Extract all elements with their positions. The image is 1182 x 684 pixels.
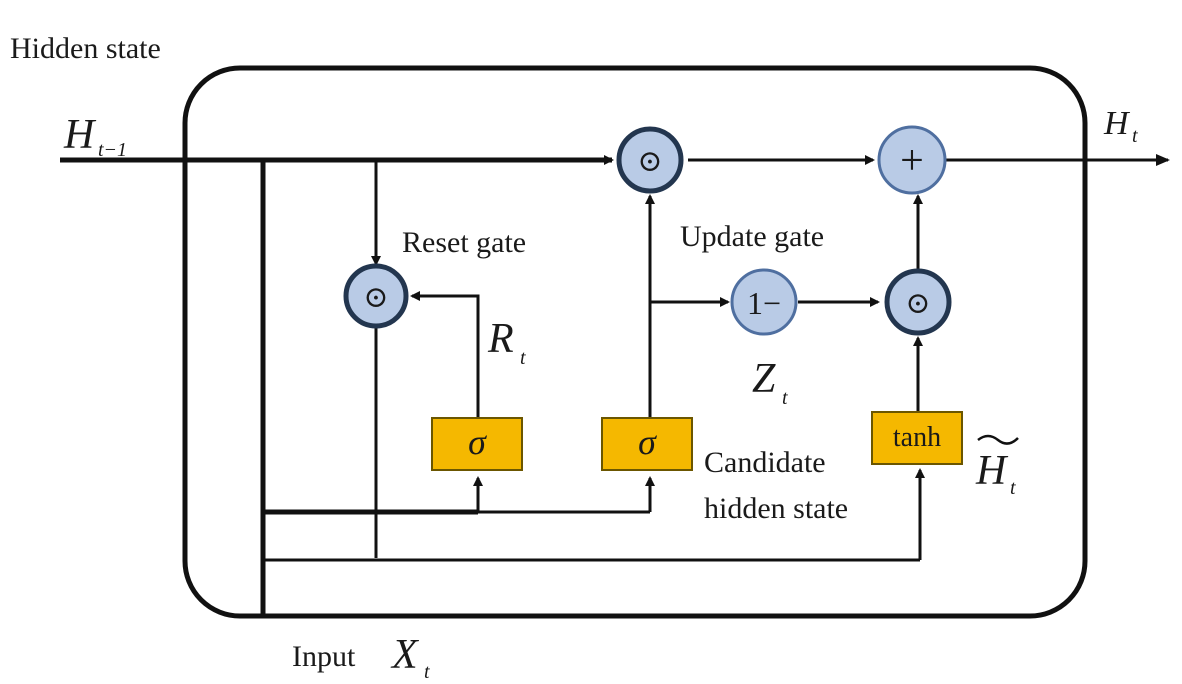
- reset-multiply-node: ⊙: [343, 263, 409, 329]
- update-gate-sigma-symbol: σ: [638, 422, 657, 462]
- h-tilde-mark: [977, 434, 1019, 445]
- tanh-label: tanh: [893, 422, 941, 453]
- x-letter: X: [390, 632, 420, 678]
- h-out-letter: H: [1103, 105, 1131, 142]
- h-tilde-symbol: H t: [975, 434, 1019, 499]
- cell-boundary: [182, 65, 1088, 619]
- tanh-box: tanh: [871, 411, 963, 465]
- plus-node: +: [877, 125, 947, 195]
- top-multiply-node: ⊙: [616, 126, 684, 194]
- hidden-state-label: Hidden state: [10, 32, 161, 65]
- h-prev-subscript: t−1: [98, 139, 127, 161]
- candidate-label-line2: hidden state: [704, 492, 848, 525]
- one-minus-symbol: 1−: [747, 285, 781, 321]
- h-prev-letter: H: [63, 112, 97, 158]
- reset-gate-sigma-box: σ: [431, 417, 523, 471]
- reset-gate-label: Reset gate: [402, 226, 526, 259]
- z-subscript: t: [782, 387, 788, 409]
- h-prev-symbol: H t−1: [63, 112, 127, 161]
- h-out-symbol: H t: [1103, 105, 1138, 147]
- input-label: Input: [292, 640, 356, 673]
- right-multiply-symbol: ⊙: [905, 287, 930, 320]
- h-out-subscript: t: [1132, 125, 1138, 147]
- r-subscript: t: [520, 347, 526, 369]
- top-multiply-symbol: ⊙: [637, 145, 662, 178]
- reset-multiply-symbol: ⊙: [363, 281, 388, 314]
- update-gate-label: Update gate: [680, 220, 824, 253]
- z-symbol: Z t: [752, 356, 788, 409]
- reset-gate-sigma-symbol: σ: [468, 422, 487, 462]
- h-tilde-subscript: t: [1010, 477, 1016, 499]
- right-multiply-node: ⊙: [884, 268, 952, 336]
- x-subscript: t: [424, 661, 430, 683]
- one-minus-node: 1−: [730, 268, 798, 336]
- plus-symbol: +: [900, 138, 924, 184]
- r-letter: R: [487, 316, 514, 362]
- candidate-label-line1: Candidate: [704, 446, 826, 479]
- h-tilde-letter: H: [975, 448, 1009, 494]
- r-symbol: R t: [487, 316, 526, 369]
- x-symbol: X t: [390, 632, 430, 683]
- update-gate-sigma-box: σ: [601, 417, 693, 471]
- wire-reset-gate-out: [410, 291, 480, 418]
- z-letter: Z: [752, 356, 776, 402]
